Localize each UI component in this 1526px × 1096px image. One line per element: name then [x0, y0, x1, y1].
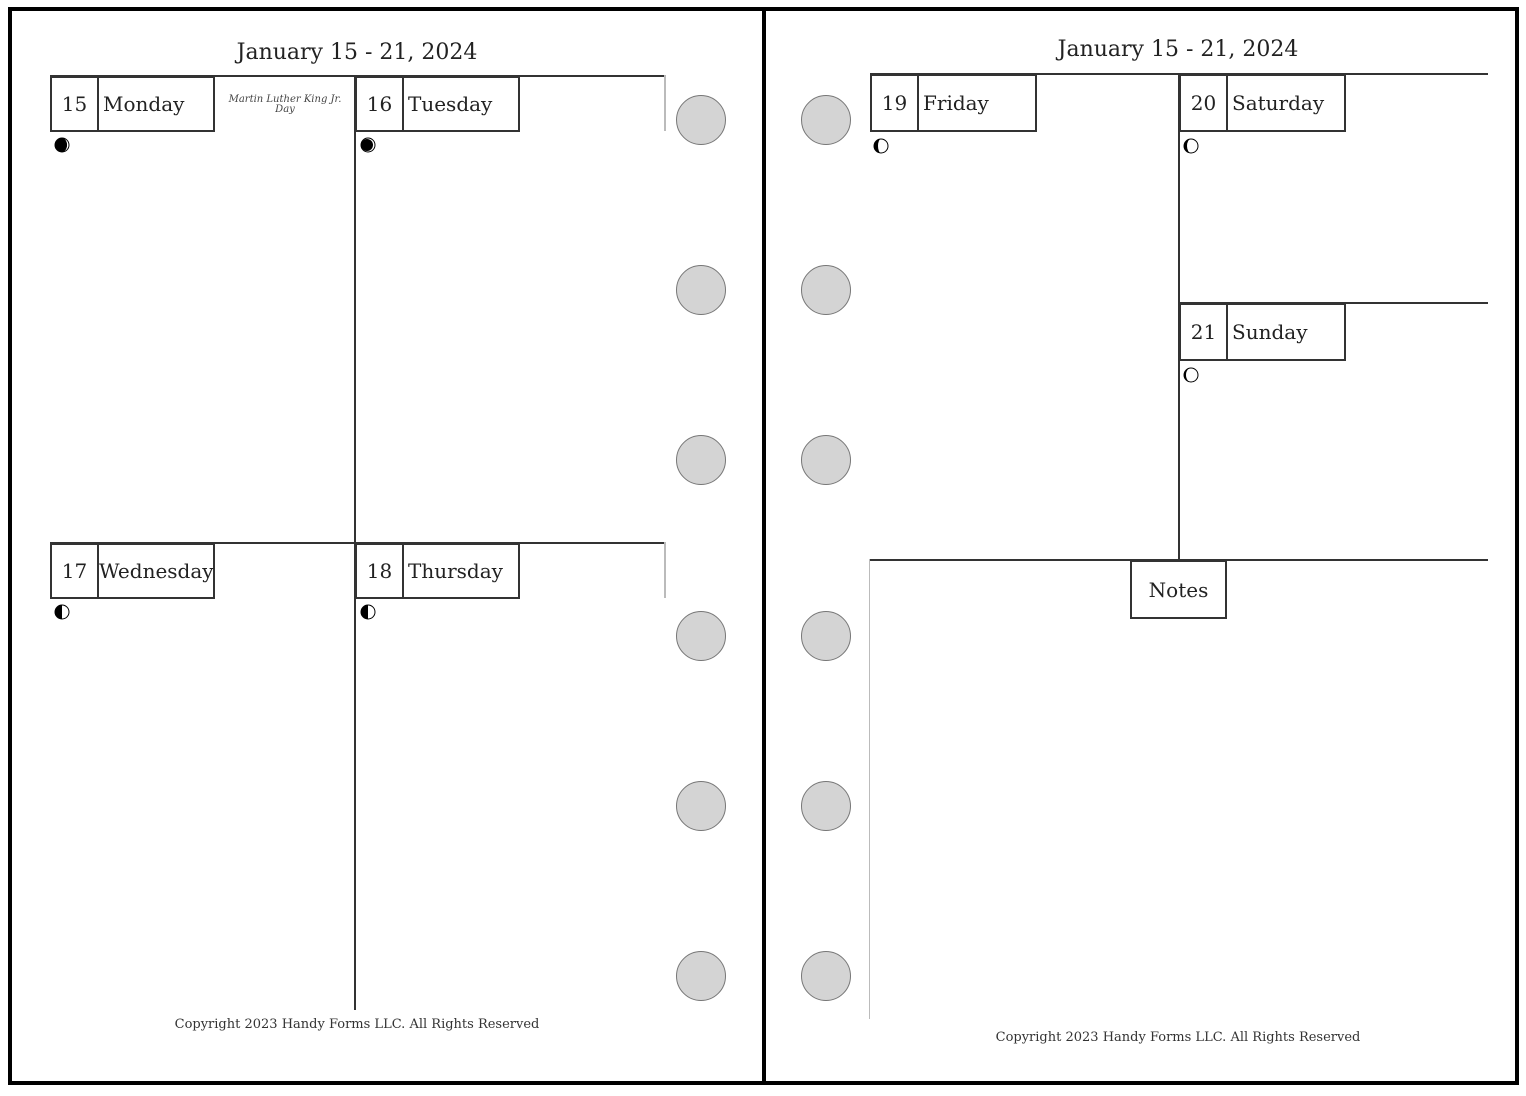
- waxing-crescent-moon-icon: [360, 137, 376, 153]
- binder-hole: [676, 435, 726, 485]
- waxing-gibbous-moon-icon: [873, 138, 889, 154]
- holiday-label: Martin Luther King Jr. Day: [228, 94, 342, 115]
- first-quarter-moon-icon: [360, 604, 376, 620]
- day-name-box: Monday: [97, 76, 215, 132]
- day-name-box: Sunday: [1226, 303, 1346, 361]
- binder-hole: [676, 265, 726, 315]
- binder-hole: [801, 951, 851, 1001]
- divider: [664, 75, 666, 131]
- binder-hole: [801, 95, 851, 145]
- notes-label: Notes: [1130, 560, 1227, 619]
- day-number-box: 18: [355, 543, 404, 599]
- binder-hole: [676, 781, 726, 831]
- binder-hole: [676, 95, 726, 145]
- day-number-box: 15: [50, 76, 99, 132]
- day-number-box: 17: [50, 543, 99, 599]
- left-page-title: January 15 - 21, 2024: [236, 40, 478, 65]
- day-name-box: Friday: [917, 74, 1037, 132]
- binder-hole: [676, 611, 726, 661]
- divider: [664, 542, 666, 598]
- binder-hole: [801, 265, 851, 315]
- binder-hole: [676, 951, 726, 1001]
- binder-hole: [801, 781, 851, 831]
- first-quarter-moon-icon: [54, 604, 70, 620]
- divider: [869, 559, 870, 1019]
- copyright-text: Copyright 2023 Handy Forms LLC. All Righ…: [995, 1030, 1361, 1045]
- binder-hole: [801, 611, 851, 661]
- day-number-box: 16: [355, 76, 404, 132]
- left-page: [8, 7, 766, 1085]
- day-name-box: Saturday: [1226, 74, 1346, 132]
- day-name-box: Wednesday: [97, 543, 215, 599]
- day-name-box: Tuesday: [402, 76, 520, 132]
- day-number-box: 20: [1179, 74, 1228, 132]
- right-page-title: January 15 - 21, 2024: [1057, 37, 1299, 62]
- waxing-crescent-moon-icon: [54, 137, 70, 153]
- day-number-box: 19: [870, 74, 919, 132]
- right-page: [762, 7, 1519, 1085]
- binder-hole: [801, 435, 851, 485]
- copyright-text: Copyright 2023 Handy Forms LLC. All Righ…: [174, 1017, 540, 1032]
- waxing-gibbous-moon-icon: [1183, 138, 1199, 154]
- day-number-box: 21: [1179, 303, 1228, 361]
- waxing-gibbous-moon-icon: [1183, 367, 1199, 383]
- day-name-box: Thursday: [402, 543, 520, 599]
